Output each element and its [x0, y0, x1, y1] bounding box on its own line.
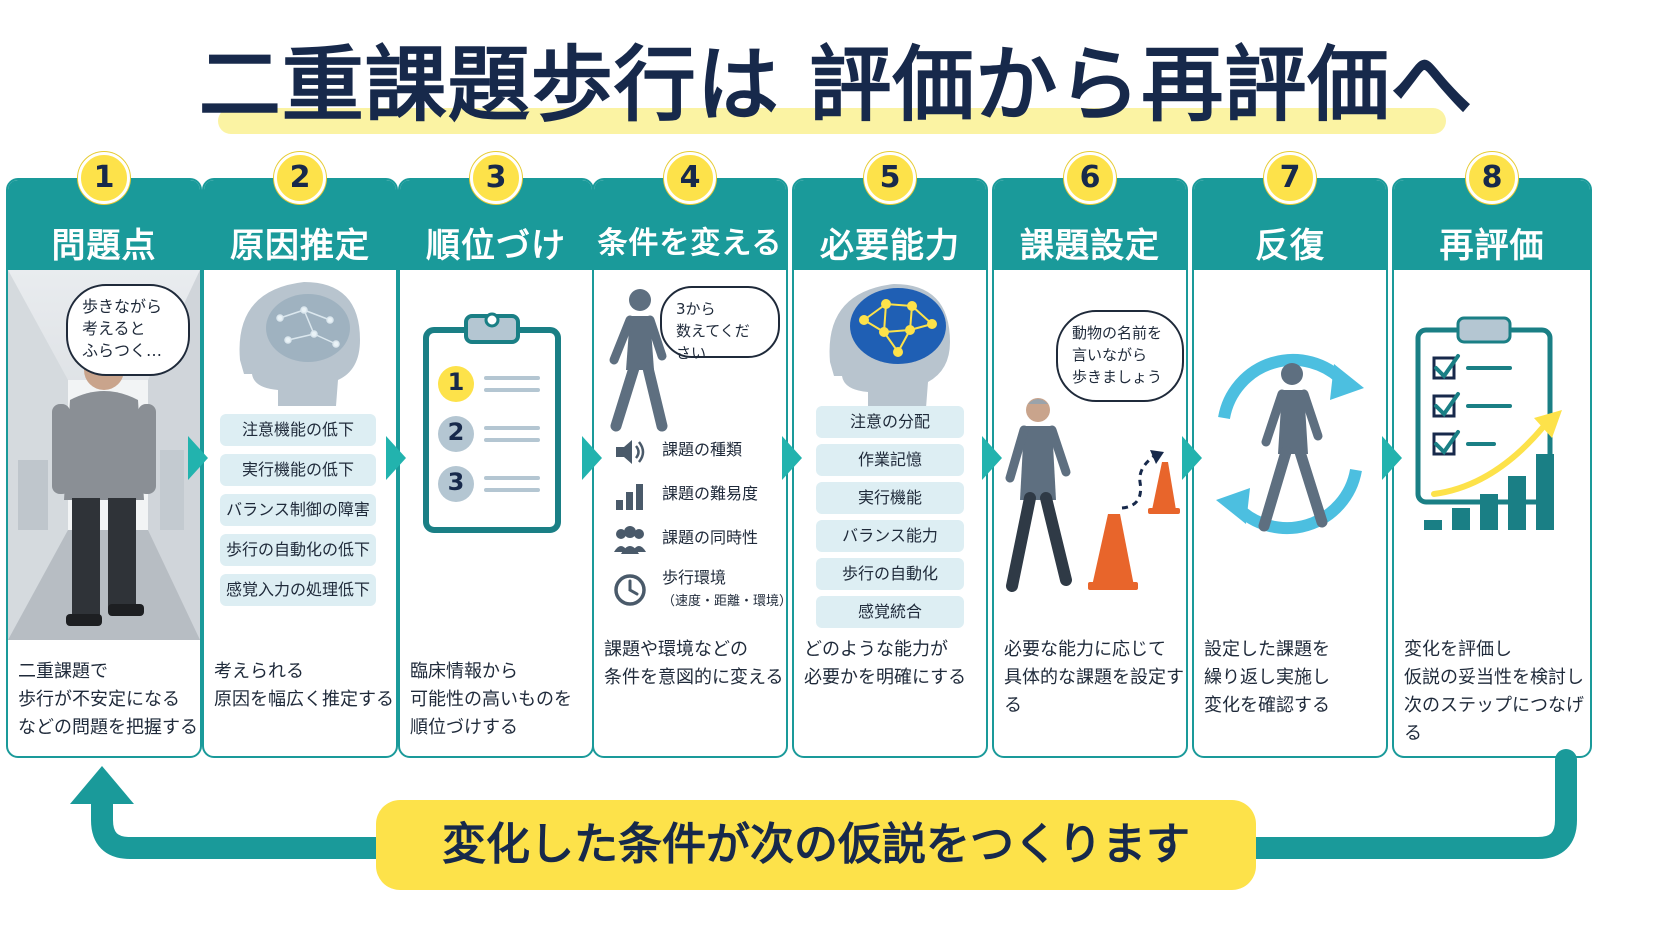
- summary-banner: 変化した条件が次の仮説をつくります: [376, 800, 1256, 890]
- step-label: 必要能力: [820, 226, 960, 266]
- next-arrow-icon: [1182, 436, 1202, 480]
- rank-number: 1: [447, 368, 465, 396]
- card-illustration: [1194, 270, 1386, 640]
- speech-bubble: 動物の名前を 言いながら 歩きましょう: [1056, 310, 1184, 402]
- condition-item: 課題の同時性: [612, 520, 782, 560]
- cause-tag: 歩行の自動化の低下: [220, 534, 376, 566]
- ability-tag: 歩行の自動化: [816, 558, 964, 590]
- ability-tag: 感覚統合: [816, 596, 964, 628]
- step-number-badge: 4: [664, 152, 716, 204]
- step-card-3: 順位づけ 1 2 3 臨床情報から 可能性の高いものを 順位づけする: [398, 178, 594, 758]
- clipboard-icon: [423, 312, 561, 533]
- step-number-badge: 7: [1264, 152, 1316, 204]
- condition-text: 課題の種類: [662, 440, 743, 459]
- step-number-badge: 1: [78, 152, 130, 204]
- speech-bubble: 3から 数えてください: [660, 286, 780, 362]
- speaker-icon: [616, 440, 645, 464]
- step-description: 課題や環境などの 条件を意図的に変える: [604, 639, 784, 688]
- condition-subtext: （速度・距離・環境）: [662, 594, 788, 609]
- cause-tag: 感覚入力の処理低下: [220, 574, 376, 606]
- condition-text: 課題の同時性: [662, 528, 759, 547]
- title-area: 二重課題歩行は 評価から再評価へ: [0, 0, 1672, 140]
- step-label: 問題点: [51, 226, 157, 266]
- step-description: どのような能力が 必要かを明確にする: [804, 639, 967, 688]
- page-title: 二重課題歩行は 評価から再評価へ: [198, 38, 1474, 133]
- card-illustration: 注意の分配 作業記憶 実行機能 バランス能力 歩行の自動化 感覚統合: [794, 270, 986, 640]
- condition-item: 課題の種類: [612, 432, 782, 472]
- step-number-badge: 5: [864, 152, 916, 204]
- step-number-badge: 6: [1064, 152, 1116, 204]
- step-number-badge: 2: [274, 152, 326, 204]
- elder-walking-cones-icon: [1005, 398, 1180, 592]
- step-card-5: 必要能力 注意の分配 作業記憶 実行機能 バランス能力 歩行の自動化 感覚統合 …: [792, 178, 988, 758]
- condition-text: 課題の難易度: [662, 484, 759, 503]
- card-illustration: 注意機能の低下 実行機能の低下 バランス制御の障害 歩行の自動化の低下 感覚入力…: [204, 270, 396, 640]
- card-illustration: 1 2 3: [400, 270, 592, 640]
- step-label: 課題設定: [1020, 226, 1160, 266]
- title-highlight: [218, 108, 1446, 134]
- step-description: 変化を評価し 仮説の妥当性を検討し 次のステップにつなげる: [1404, 639, 1584, 744]
- card-header: 条件を変える: [594, 180, 786, 270]
- clock-icon: [614, 574, 646, 606]
- ability-tag: 作業記憶: [816, 444, 964, 476]
- bar-chart-icon: [616, 484, 643, 510]
- next-arrow-icon: [386, 436, 406, 480]
- step-description: 考えられる 原因を幅広く推定する: [214, 661, 394, 710]
- step-card-8: 再評価 変化を評価し 仮説の妥当性を検討し 次のステップにつなげる: [1392, 178, 1592, 758]
- step-label: 順位づけ: [426, 226, 566, 266]
- step-label: 再評価: [1439, 226, 1545, 266]
- step-label: 条件を変える: [597, 226, 783, 261]
- checklist-growth-icon: [1415, 316, 1562, 530]
- next-arrow-icon: [782, 436, 802, 480]
- step-label: 反復: [1255, 226, 1325, 266]
- step-card-4: 条件を変える 3から 数えてください 課題の種類 課題の: [592, 178, 788, 758]
- card-illustration: 3から 数えてください 課題の種類 課題の難易度 課題の同時性: [594, 270, 786, 640]
- step-description: 必要な能力に応じて 具体的な課題を設定する: [1004, 639, 1184, 716]
- rank-number: 3: [447, 468, 465, 496]
- rank-number: 2: [447, 418, 465, 446]
- card-illustration: [1394, 270, 1590, 640]
- ability-tag: 実行機能: [816, 482, 964, 514]
- condition-text: 歩行環境: [662, 568, 727, 587]
- cause-tag: バランス制御の障害: [220, 494, 376, 526]
- people-icon: [614, 526, 646, 554]
- step-card-2: 原因推定 注意機能の低下 実行機能の低下 バランス制御の障害 歩行の自動化の低下…: [202, 178, 398, 758]
- speech-bubble: 歩きながら 考えると ふらつく…: [66, 284, 190, 376]
- ability-tag: 注意の分配: [816, 406, 964, 438]
- step-label: 原因推定: [230, 226, 370, 266]
- next-arrow-icon: [582, 436, 602, 480]
- repeat-cycle-icon: [1216, 353, 1364, 535]
- condition-item: 課題の難易度: [612, 476, 782, 516]
- card-illustration: 動物の名前を 言いながら 歩きましょう: [994, 270, 1186, 640]
- condition-item: 歩行環境 （速度・距離・環境）: [612, 564, 786, 614]
- step-description: 臨床情報から 可能性の高いものを 順位づけする: [410, 661, 572, 738]
- step-number-badge: 8: [1466, 152, 1518, 204]
- cause-tag: 実行機能の低下: [220, 454, 376, 486]
- step-number-badge: 3: [470, 152, 522, 204]
- ability-tag: バランス能力: [816, 520, 964, 552]
- walking-person-icon: [609, 289, 668, 432]
- cause-tag: 注意機能の低下: [220, 414, 376, 446]
- brain-network-icon: [829, 284, 950, 408]
- next-arrow-icon: [982, 436, 1002, 480]
- step-description: 二重課題で 歩行が不安定になる などの問題を把握する: [18, 661, 198, 738]
- card-header: 課題設定: [994, 180, 1186, 270]
- next-arrow-icon: [1382, 436, 1402, 480]
- step-description: 設定した課題を 繰り返し実施し 変化を確認する: [1204, 639, 1330, 716]
- card-illustration: 歩きながら 考えると ふらつく…: [8, 270, 200, 640]
- head-brain-icon: [239, 282, 360, 406]
- step-card-6: 課題設定 動物の名前を 言いながら 歩きましょう 必要な能力に応じて 具体的な課…: [992, 178, 1188, 758]
- next-arrow-icon: [188, 436, 208, 480]
